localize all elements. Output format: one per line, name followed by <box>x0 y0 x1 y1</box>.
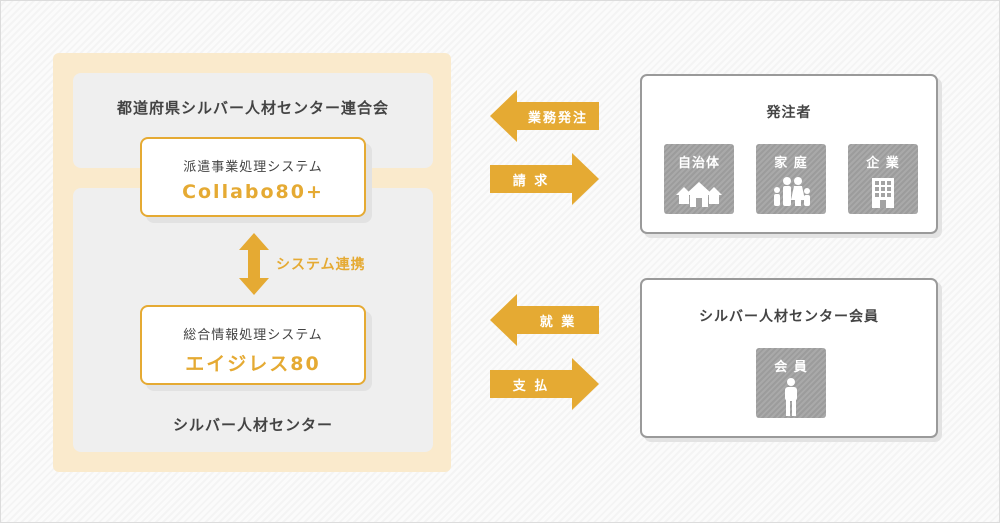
ageless-system-box: 総合情報処理システム エイジレス80 <box>140 305 366 385</box>
collabo-system-name: 派遣事業処理システム <box>183 160 323 175</box>
employment-arrow: 就 業 <box>490 294 600 346</box>
employment-arrow-label: 就 業 <box>517 306 599 334</box>
order-arrow: 業務発注 <box>490 90 600 142</box>
building-icon <box>872 178 894 208</box>
member-title: シルバー人材センター会員 <box>699 309 879 325</box>
ageless-system-name: 総合情報処理システム <box>183 328 323 343</box>
arrow-left-icon <box>490 294 517 346</box>
tile-company: 企 業 <box>848 144 918 214</box>
family-icon <box>774 177 810 206</box>
center-title: シルバー人材センター <box>172 416 333 434</box>
orderer-box: 発注者 自治体 家 庭 企 業 <box>640 74 938 234</box>
order-arrow-label: 業務発注 <box>517 102 599 130</box>
orderer-title: 発注者 <box>766 105 812 121</box>
person-icon <box>785 378 797 416</box>
tile-member: 会 員 <box>756 348 826 418</box>
payment-arrow-label: 支 払 <box>490 370 572 398</box>
tile-household: 家 庭 <box>756 144 826 214</box>
payment-arrow: 支 払 <box>490 358 600 410</box>
houses-icon <box>676 182 722 207</box>
member-box: シルバー人材センター会員 会 員 <box>640 278 938 438</box>
arrow-right-icon <box>572 153 599 205</box>
tile-label: 会 員 <box>774 360 808 375</box>
collabo-system-box: 派遣事業処理システム Collabo80+ <box>140 137 366 217</box>
tile-label: 企 業 <box>866 156 900 171</box>
invoice-arrow-label: 請 求 <box>490 165 572 193</box>
arrow-right-icon <box>572 358 599 410</box>
system-link-label: システム連携 <box>276 257 366 273</box>
invoice-arrow: 請 求 <box>490 153 600 205</box>
tile-municipality: 自治体 <box>664 144 734 214</box>
tile-label: 家 庭 <box>774 156 808 171</box>
collabo-product-name: Collabo80+ <box>182 181 324 203</box>
ageless-product-name: エイジレス80 <box>185 353 321 375</box>
tile-label: 自治体 <box>677 156 720 171</box>
federation-title: 都道府県シルバー人材センター連合会 <box>116 99 389 117</box>
double-arrow-icon <box>239 233 269 295</box>
arrow-left-icon <box>490 90 517 142</box>
